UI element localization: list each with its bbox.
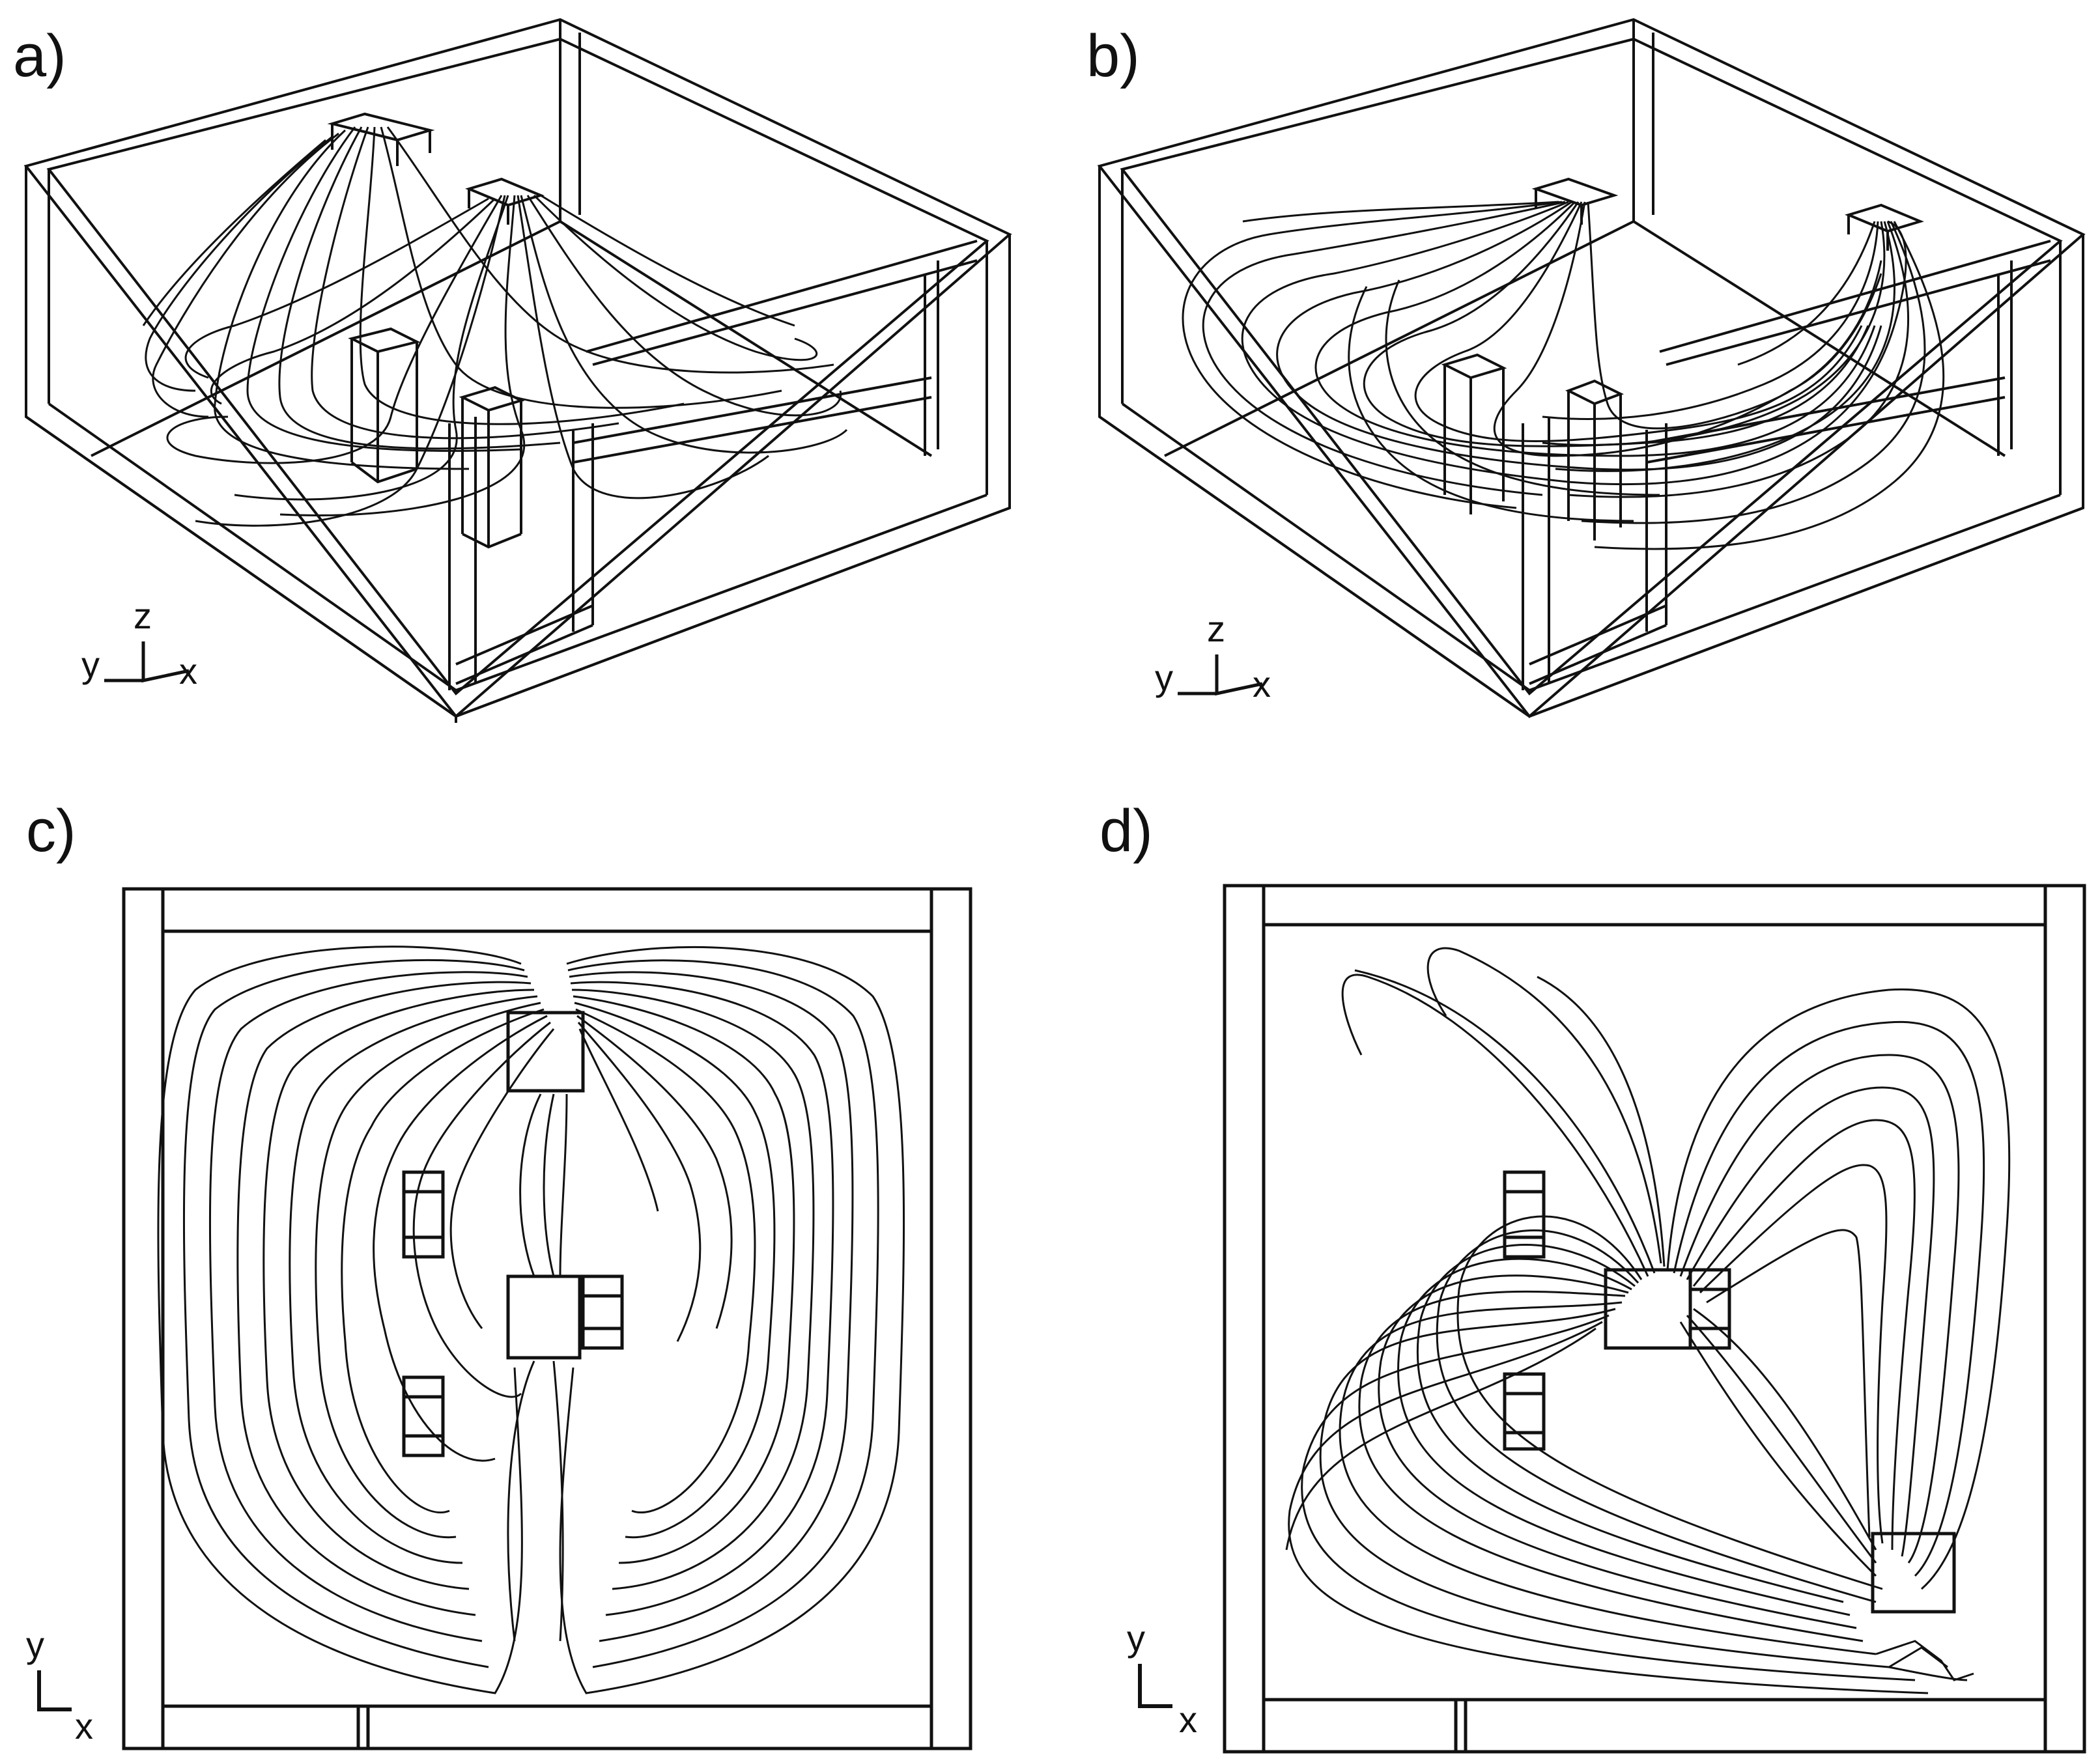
panel-label-b: b): [1086, 23, 1140, 89]
axis-label-y-b: y: [1155, 657, 1173, 698]
axis-label-x-d: x: [1179, 1699, 1197, 1740]
axis-triad-a: z y x: [81, 595, 197, 692]
streamlines-c: [157, 946, 905, 1694]
panel-c: y x: [26, 887, 972, 1750]
room-plan-c: [122, 887, 972, 1750]
panel-label-d: d): [1100, 798, 1153, 864]
axis-label-x-b: x: [1253, 664, 1271, 705]
axis-label-x-c: x: [75, 1706, 93, 1747]
panel-a: z y x: [23, 18, 1012, 723]
streamlines-b: [1182, 201, 1945, 550]
room-wireframe-b: [1097, 18, 2086, 718]
axis-triad-b: z y x: [1155, 608, 1271, 705]
panel-label-a: a): [13, 23, 66, 89]
room-wireframe-a: [23, 18, 1012, 723]
streamlines-a: [142, 126, 848, 527]
room-plan-d: [1223, 884, 2086, 1754]
axis-label-x-a: x: [179, 651, 197, 692]
axis-label-y-a: y: [81, 644, 100, 685]
panel-d: y x: [1127, 884, 2086, 1754]
axis-label-z-a: z: [134, 595, 152, 636]
axis-label-z-b: z: [1207, 608, 1225, 649]
axis-label-y-d: y: [1127, 1618, 1145, 1659]
panel-label-c: c): [26, 798, 76, 864]
axis-triad-d: y x: [1127, 1618, 1197, 1740]
axis-triad-c: y x: [26, 1624, 93, 1747]
axis-label-y-c: y: [26, 1624, 44, 1665]
panel-b: z y x: [1097, 18, 2086, 718]
streamlines-d: [1285, 947, 2011, 1694]
